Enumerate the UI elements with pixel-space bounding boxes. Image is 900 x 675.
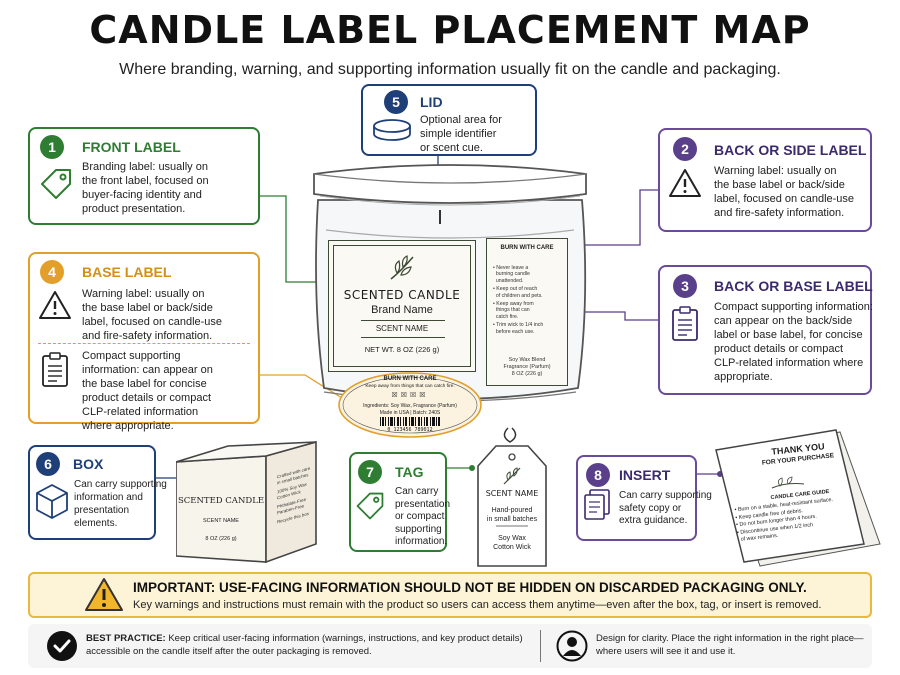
- box-title: BOX: [73, 456, 104, 472]
- back-side-label-description: Warning label: usually on the base label…: [714, 165, 855, 219]
- lid-icon: [373, 119, 411, 141]
- cube-icon: [36, 484, 68, 519]
- important-banner-title: IMPORTANT: USE-FACING INFORMATION SHOULD…: [133, 580, 807, 595]
- barcode-icon: [380, 417, 440, 426]
- base-label-divider: [38, 343, 250, 344]
- best-practice-row: [28, 624, 872, 668]
- base-label-oval: [338, 372, 482, 438]
- front-label-number-badge: 1: [40, 135, 64, 159]
- box-front-title: SCENTED CANDLE: [177, 496, 265, 506]
- insert-number-badge: 8: [586, 463, 610, 487]
- base-label-oval-ingredients: Ingredients: Soy Wax, Fragrance (Parfum): [363, 403, 457, 409]
- insert-description: Can carry supporting safety copy or extr…: [619, 490, 712, 526]
- base-label-card: [28, 252, 260, 424]
- insert-card-illustration: [715, 429, 881, 567]
- pages-icon: [584, 489, 610, 520]
- warning-icon: [85, 578, 123, 611]
- important-banner-text: Key warnings and instructions must remai…: [133, 599, 822, 611]
- best-practice-divider: [540, 630, 541, 662]
- back-base-label-title: BACK OR BASE LABEL: [714, 278, 873, 294]
- base-label-number-badge: 4: [40, 260, 64, 284]
- box-illustration: [176, 440, 317, 564]
- tag-icon: [356, 492, 384, 520]
- page-subtitle: Where branding, warning, and supporting …: [119, 61, 781, 78]
- tag-icon: [41, 169, 71, 199]
- back-side-label-number-badge: 2: [673, 137, 697, 161]
- jar-side-label: BURN WITH CARE • Never leave a burning c…: [486, 238, 568, 386]
- jar-front-label-title: SCENTED CANDLE: [343, 288, 461, 302]
- back-base-label-number-badge: 3: [673, 274, 697, 298]
- base-label-warning-description: Warning label: usually on the base label…: [82, 288, 223, 342]
- jar-front-label-netwt: NET WT. 8 OZ (226 g): [364, 345, 440, 354]
- front-label-title: FRONT LABEL: [82, 139, 181, 155]
- hang-tag-illustration: [477, 427, 547, 567]
- base-label-oval-line1: Keep away from things that can catch fir…: [365, 384, 455, 389]
- front-label-card: [28, 127, 260, 225]
- box-card: [28, 445, 156, 540]
- tag-title: TAG: [395, 464, 424, 480]
- base-label-oval-symbols: ☒☒☒☒: [391, 392, 429, 399]
- jar-front-label-rule: [361, 320, 445, 321]
- tag-description: Can carry presentation or compact suppor…: [395, 486, 451, 547]
- base-label-supporting-description: Compact supporting information: can appe…: [82, 350, 213, 432]
- lid-title: LID: [420, 94, 443, 110]
- hang-tag-title: SCENT NAME: [485, 489, 539, 498]
- leaf-icon: [390, 255, 414, 280]
- base-label-title: BASE LABEL: [82, 264, 172, 280]
- best-practice-text: BEST PRACTICE: Keep critical user-facing…: [86, 633, 523, 657]
- lid-number-badge: 5: [384, 90, 408, 114]
- box-front-weight: 8 OZ (226 g): [205, 536, 237, 542]
- base-label-oval-barcode-number: 0 123456 789012: [387, 427, 433, 433]
- base-label-oval-title: BURN WITH CARE: [383, 376, 437, 382]
- warning-icon: [39, 291, 71, 319]
- front-label-description: Branding label: usually on the front lab…: [82, 161, 209, 215]
- tag-number-badge: 7: [358, 460, 382, 484]
- base-label-oval-made: Made in USA | Batch: 240S: [379, 410, 441, 416]
- design-clarity-text: Design for clarity. Place the right info…: [596, 633, 864, 657]
- page-title: CANDLE LABEL PLACEMENT MAP: [89, 8, 811, 52]
- back-side-label-title: BACK OR SIDE LABEL: [714, 142, 867, 158]
- jar-side-label-bullets: • Never leave a burning candle unattende…: [493, 265, 544, 335]
- jar-front-label-scent: SCENT NAME: [375, 324, 429, 333]
- lid-description: Optional area for simple identifier or s…: [420, 114, 502, 154]
- box-number-badge: 6: [36, 452, 60, 476]
- insert-title: INSERT: [619, 467, 671, 483]
- check-circle-icon: [47, 631, 77, 661]
- user-icon: [556, 630, 588, 662]
- box-side-text: Crafted with care in small batches 100% …: [277, 465, 311, 525]
- warning-icon: [669, 169, 701, 197]
- box-front-scent: SCENT NAME: [203, 518, 239, 524]
- back-base-label-description: Compact supporting information: can appe…: [714, 301, 873, 383]
- hang-tag-lines: Hand-poured in small batches Soy Wax Cot…: [486, 507, 538, 551]
- important-banner: [28, 572, 872, 618]
- jar-front-label: SCENTED CANDLE Brand Name SCENT NAME NET…: [328, 240, 476, 372]
- jar-front-label-brand: Brand Name: [371, 304, 433, 316]
- document-icon: [42, 352, 68, 387]
- jar-side-label-title: BURN WITH CARE: [500, 245, 554, 251]
- box-description: Can carry supporting information and pre…: [74, 479, 167, 529]
- document-icon: [672, 306, 698, 341]
- jar-side-label-footer: Soy Wax Blend Fragrance (Parfum) 8 OZ (2…: [503, 357, 551, 377]
- jar-front-label-rule-2: [361, 337, 445, 338]
